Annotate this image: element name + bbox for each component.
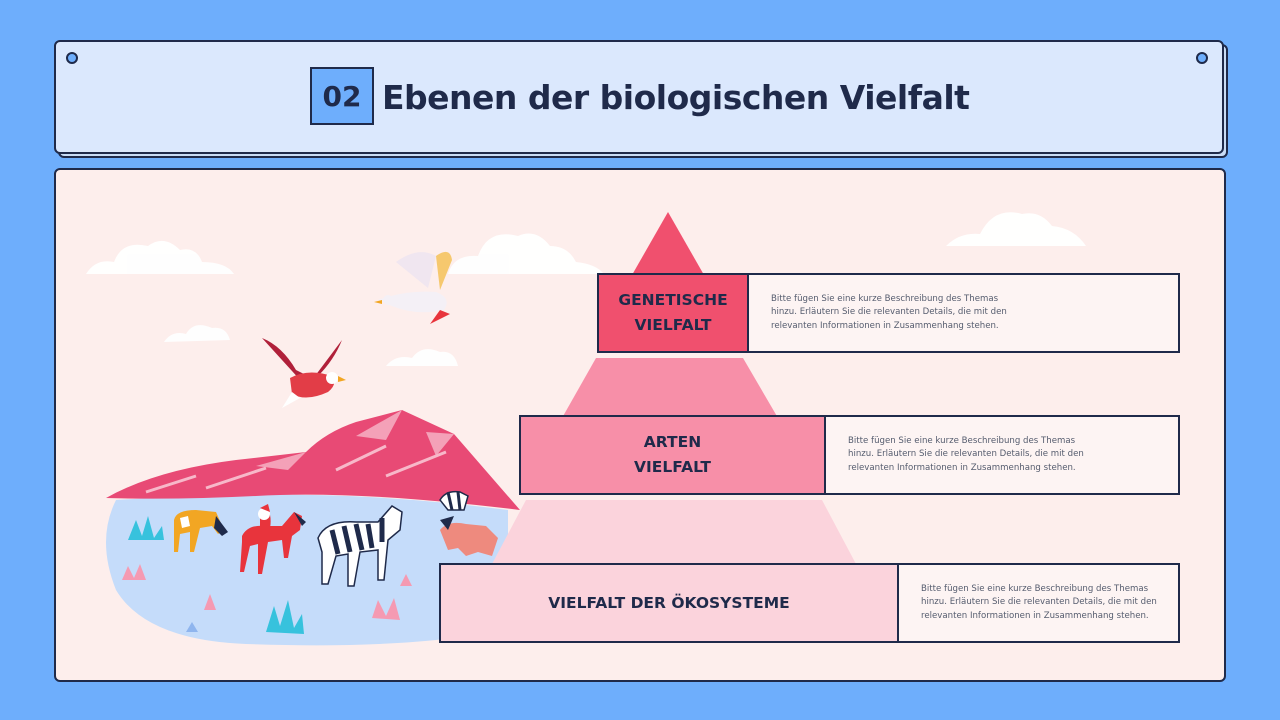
cloud-icon	[946, 212, 1086, 246]
pyramid-middle	[562, 358, 778, 418]
seagull-icon	[374, 251, 452, 324]
animal-icon	[439, 490, 469, 511]
page-title: Ebenen der biologischen Vielfalt	[382, 78, 970, 117]
content-panel: GENETISCHE VIELFALT Bitte fügen Sie eine…	[54, 168, 1226, 682]
cloud-icon	[448, 233, 604, 274]
eagle-icon	[262, 338, 346, 408]
cloud-icon	[86, 240, 234, 274]
level-label-genetic: GENETISCHE VIELFALT	[597, 273, 749, 353]
mountain-shape	[106, 410, 520, 510]
pin-icon	[1196, 52, 1208, 64]
zebra-icon	[317, 505, 403, 587]
cow-icon	[174, 510, 228, 552]
horse-icon	[240, 504, 306, 574]
cloud-icon	[164, 325, 230, 342]
pin-icon	[66, 52, 78, 64]
level-description-ecosystems: Bitte fügen Sie eine kurze Beschreibung …	[899, 563, 1180, 643]
section-number-badge: 02	[310, 67, 374, 125]
level-description-genetic: Bitte fügen Sie eine kurze Beschreibung …	[749, 273, 1180, 353]
horse-icon	[440, 516, 498, 556]
cloud-icon	[386, 349, 458, 366]
level-label-species: ARTEN VIELFALT	[519, 415, 826, 495]
header-card: 02 Ebenen der biologischen Vielfalt	[54, 40, 1224, 154]
pyramid-base	[492, 500, 856, 564]
level-description-text: Bitte fügen Sie eine kurze Beschreibung …	[921, 583, 1157, 621]
level-description-text: Bitte fügen Sie eine kurze Beschreibung …	[848, 435, 1084, 473]
level-description-species: Bitte fügen Sie eine kurze Beschreibung …	[826, 415, 1180, 495]
grass-icon	[122, 516, 412, 634]
level-label-ecosystems: VIELFALT DER ÖKOSYSTEME	[439, 563, 899, 643]
level-description-text: Bitte fügen Sie eine kurze Beschreibung …	[771, 293, 1007, 331]
